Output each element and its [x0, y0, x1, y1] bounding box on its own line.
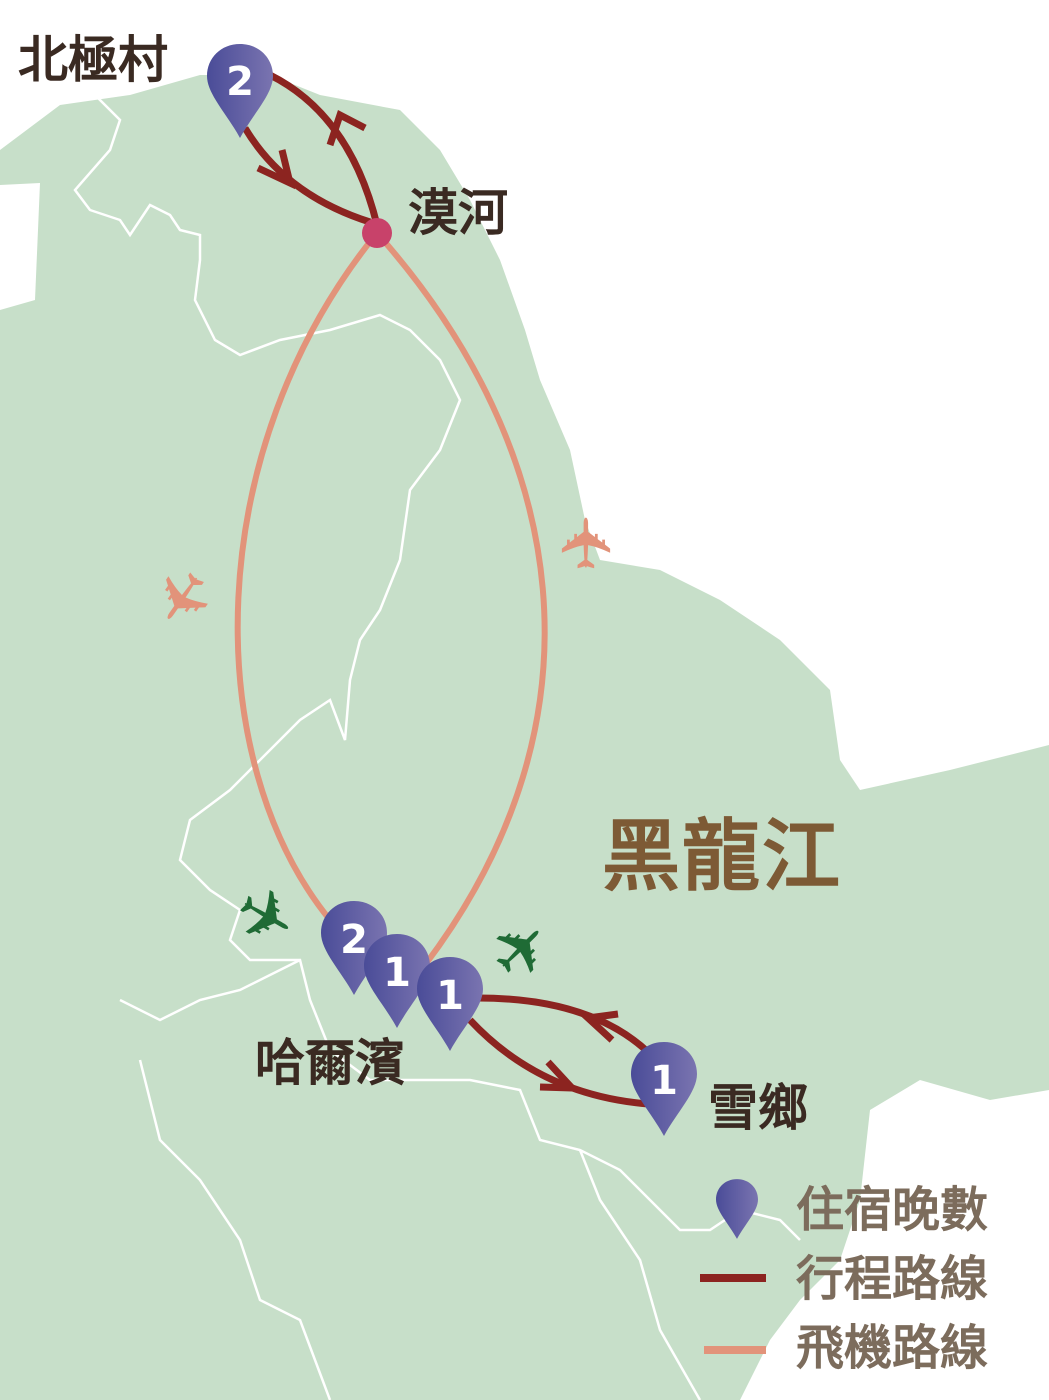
legend-route-label: 行程路線 [796, 1251, 989, 1307]
pin-nights-beijicun: 2 [226, 59, 254, 105]
flight-route-west [234, 231, 380, 922]
label-harbin: 哈爾濱 [255, 1034, 405, 1092]
label-beijicun: 北極村 [18, 31, 168, 89]
pin-nights-xuexiang: 1 [650, 1058, 678, 1104]
flight-routes [234, 231, 548, 967]
sea-notch [0, 183, 40, 310]
pin-nights-harbin-1: 2 [340, 917, 368, 963]
pin-nights-harbin-3: 1 [436, 973, 464, 1019]
legend-route-swatch [700, 1274, 766, 1282]
province-borders [73, 94, 801, 1400]
airplane-icon: ✈ [546, 513, 629, 573]
legend-flight-label: 飛機路線 [796, 1320, 989, 1376]
label-mohe: 漠河 [408, 184, 508, 242]
legend-nights-label: 住宿晚數 [796, 1182, 989, 1238]
region-label: 黑龍江 [602, 812, 843, 902]
flight-route-east [374, 231, 548, 967]
legend-flight-swatch [704, 1346, 766, 1354]
land-area [0, 75, 1049, 1400]
itinerary-routes [241, 71, 651, 1108]
label-xuexiang: 雪鄉 [708, 1079, 808, 1137]
mohe-hub-dot [362, 218, 392, 248]
pin-nights-harbin-2: 1 [383, 950, 411, 996]
